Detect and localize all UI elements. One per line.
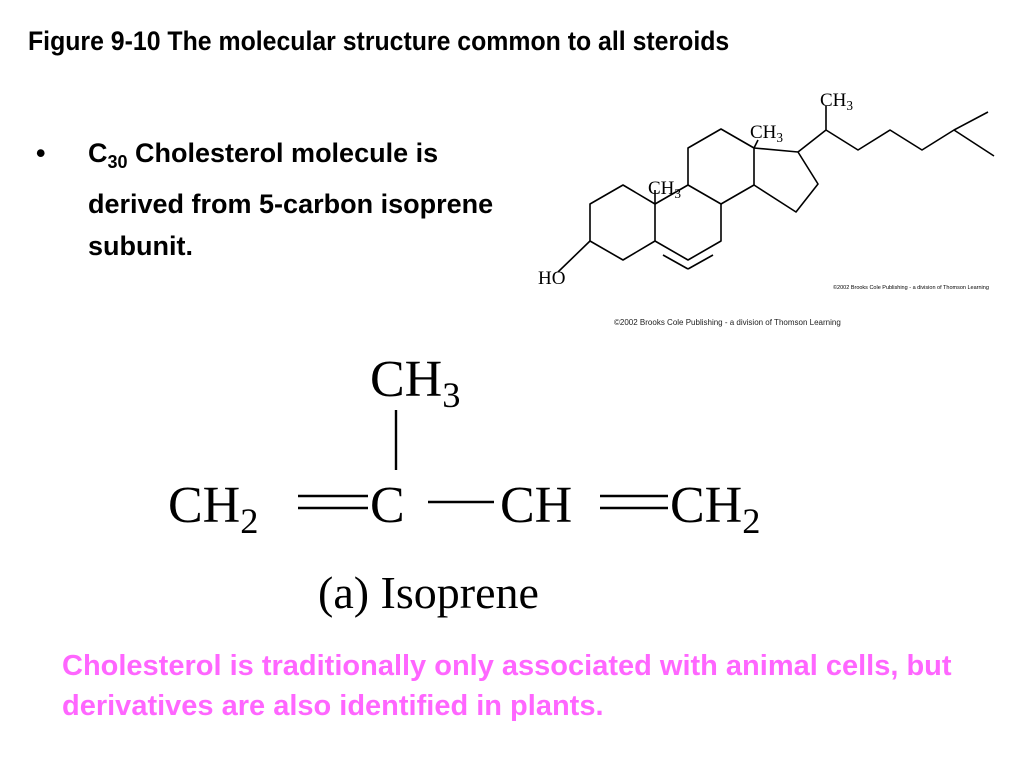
bullet-body: Cholesterol molecule is derived from 5-c… <box>88 138 494 261</box>
slide-title: Figure 9-10 The molecular structure comm… <box>28 26 730 56</box>
ring-a <box>589 184 656 261</box>
ring-c <box>687 128 755 205</box>
isoprene-structure: CH3 CH2 C CH CH2 (a) Isoprene <box>168 351 760 618</box>
carbon-symbol: C <box>88 138 108 168</box>
pink-note: Cholesterol is traditionally only associ… <box>62 650 952 722</box>
carbon-subscript: 30 <box>107 152 128 172</box>
isoprene-ch3: CH3 <box>370 351 460 415</box>
ch3-label-side: CH3 <box>820 90 853 113</box>
double-bond <box>662 254 689 270</box>
inner-credit: ©2002 Brooks Cole Publishing - a divisio… <box>833 284 989 291</box>
ring-b <box>654 184 722 261</box>
ch3-label-lower: CH3 <box>648 178 681 201</box>
isoprene-ch2-left: CH2 <box>168 477 258 541</box>
side-chain <box>797 106 995 157</box>
isoprene-caption: (a) Isoprene <box>318 567 539 618</box>
copyright-credit: ©2002 Brooks Cole Publishing - a divisio… <box>614 318 841 327</box>
ho-label: HO <box>538 268 565 289</box>
bullet-marker: • <box>36 138 46 168</box>
isoprene-ch2-right: CH2 <box>670 477 760 541</box>
ch3-label-upper: CH3 <box>750 122 783 145</box>
ring-d <box>753 147 819 213</box>
cholesterol-structure: CH3 CH3 CH3 HO ©2002 Brooks Cole Publish… <box>538 90 995 291</box>
isoprene-ch: CH <box>500 477 572 534</box>
bullet-text: C30 Cholesterol molecule is derived from… <box>88 132 508 267</box>
isoprene-c: C <box>370 477 405 534</box>
